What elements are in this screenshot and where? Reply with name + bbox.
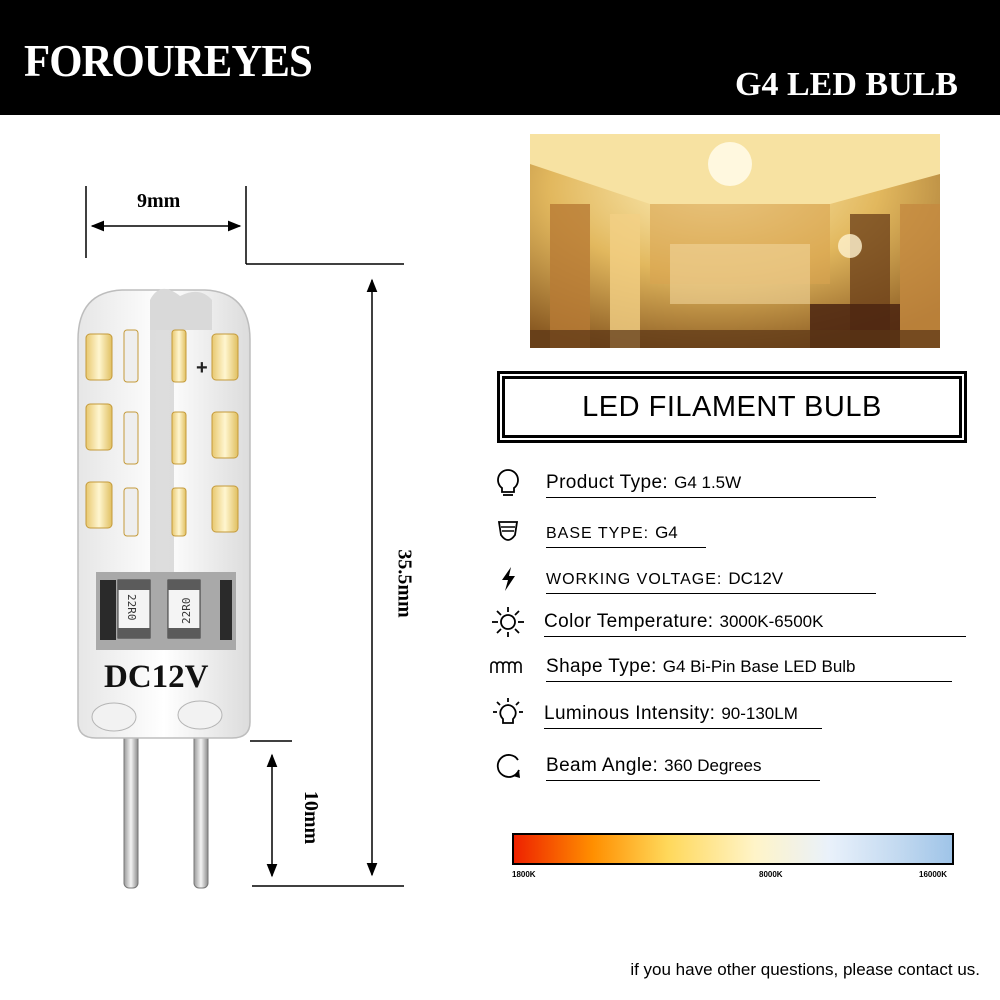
- spec-shape-type: Shape Type: G4 Bi-Pin Base LED Bulb: [484, 650, 974, 684]
- bulb-icon: [484, 466, 532, 500]
- spec-working-voltage: WORKING VOLTAGE: DC12V: [484, 562, 974, 596]
- width-dimension-label: 9mm: [137, 190, 181, 212]
- color-temperature-scale: [512, 833, 954, 865]
- svg-text:22R0: 22R0: [125, 594, 138, 621]
- scale-tick-min: 1800K: [512, 870, 536, 879]
- base-icon: [484, 516, 532, 550]
- svg-text:22R0: 22R0: [180, 598, 193, 625]
- bright-bulb-icon: [484, 697, 532, 731]
- svg-text:DC12V: DC12V: [104, 659, 209, 695]
- rotate-icon: [484, 749, 532, 783]
- spec-value: 3000K-6500K: [719, 612, 824, 631]
- svg-text:+: +: [196, 357, 208, 379]
- banner-title: LED FILAMENT BULB: [582, 390, 882, 423]
- length-dimension-label: 35.5mm: [393, 549, 416, 618]
- sun-icon: [484, 605, 532, 639]
- spec-beam-angle: Beam Angle: 360 Degrees: [484, 749, 974, 783]
- scale-tick-mid: 8000K: [759, 870, 783, 879]
- spec-color-temperature: Color Temperature: 3000K-6500K: [484, 605, 974, 639]
- spec-product-type: Product Type: G4 1.5W: [484, 466, 974, 500]
- spec-value: 90-130LM: [721, 704, 798, 723]
- spec-label: Shape Type:: [546, 656, 657, 677]
- section-banner: LED FILAMENT BULB: [497, 371, 967, 443]
- brand-logo: FOROUREYES: [24, 35, 313, 86]
- spec-value: 360 Degrees: [664, 756, 762, 775]
- lightning-icon: [484, 562, 532, 596]
- spec-label: BASE TYPE:: [546, 525, 650, 542]
- spec-base-type: BASE TYPE: G4: [484, 516, 974, 550]
- spec-label: Beam Angle:: [546, 755, 659, 776]
- bulb-diagram: + 22R0 22R0 DC12V: [77, 186, 404, 889]
- header-bar: FOROUREYES G4 LED BULB: [0, 0, 1000, 115]
- spec-luminous-intensity: Luminous Intensity: 90-130LM: [484, 697, 974, 731]
- pin-length-dimension-label: 10mm: [300, 790, 323, 845]
- coil-icon: [484, 650, 532, 684]
- contact-note: if you have other questions, please cont…: [630, 960, 980, 979]
- product-title: G4 LED BULB: [735, 66, 958, 103]
- interior-photo: [530, 134, 940, 348]
- spec-label: Product Type:: [546, 472, 669, 493]
- spec-label: WORKING VOLTAGE:: [546, 571, 723, 588]
- scale-tick-max: 16000K: [919, 870, 948, 879]
- spec-label: Luminous Intensity:: [544, 703, 716, 724]
- spec-value: G4 1.5W: [674, 473, 742, 492]
- spec-value: G4: [655, 523, 678, 542]
- spec-label: Color Temperature:: [544, 611, 714, 632]
- spec-value: DC12V: [728, 569, 784, 588]
- spec-value: G4 Bi-Pin Base LED Bulb: [662, 657, 856, 676]
